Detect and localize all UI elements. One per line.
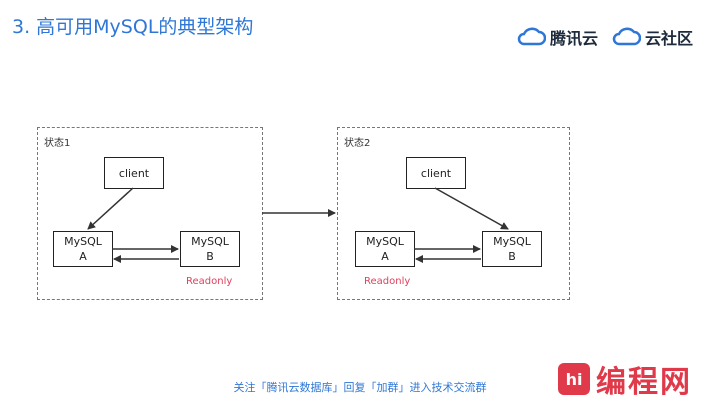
footer-text: 关注「腾讯云数据库」回复「加群」进入技术交流群 [233, 381, 487, 394]
mysql-b-sublabel: B [206, 250, 214, 263]
mysql-b-label: MySQL [191, 235, 229, 248]
mysql-b-label: MySQL [493, 235, 531, 248]
client-to-a-arrow [87, 187, 134, 230]
mysql-a-box: MySQL A [53, 231, 113, 267]
cloud-icon [612, 27, 641, 46]
logo-text: 云社区 [645, 29, 694, 48]
cloud-icon [517, 27, 546, 46]
mysql-b-sublabel: B [508, 250, 516, 263]
cloud-community-logo: 云社区 [611, 25, 693, 49]
state-label: 状态2 [344, 138, 371, 149]
readonly-label: Readonly [364, 276, 411, 287]
mysql-b-box: MySQL B [180, 231, 240, 267]
mysql-a-sublabel: A [381, 250, 389, 263]
logo-text: 腾讯云 [550, 29, 599, 48]
mysql-a-label: MySQL [366, 235, 404, 248]
watermark: hi 编程网 [558, 357, 692, 401]
watermark-logo-icon: hi [558, 363, 590, 395]
tencent-cloud-logo: 腾讯云 [516, 25, 598, 49]
state-1-panel: 状态1 [37, 127, 263, 300]
mysql-b-box: MySQL B [482, 231, 542, 267]
page-title: 3. 高可用MySQL的典型架构 [12, 16, 254, 38]
client-box: client [104, 157, 164, 189]
client-label: client [420, 166, 452, 180]
watermark-text: 编程网 [596, 365, 692, 400]
client-to-b-arrow [434, 187, 509, 230]
mysql-a-label: MySQL [64, 235, 102, 248]
client-label: client [118, 166, 150, 180]
readonly-label: Readonly [186, 276, 233, 287]
state-label: 状态1 [44, 138, 71, 149]
state-2-panel: 状态2 [337, 127, 570, 300]
client-box: client [406, 157, 466, 189]
mysql-a-sublabel: A [79, 250, 87, 263]
